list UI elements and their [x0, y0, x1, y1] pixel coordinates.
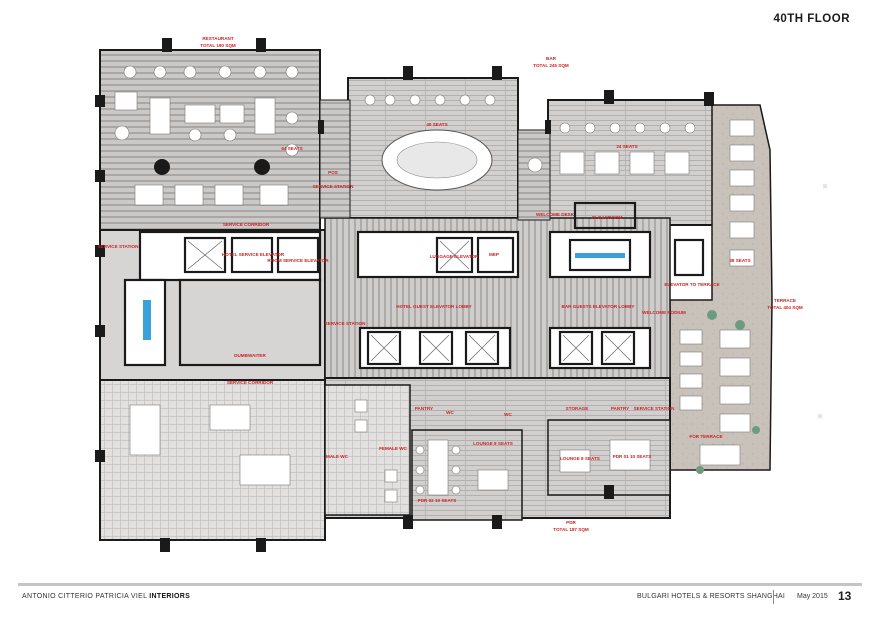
- label-restaurant: RESTAURANT: [202, 36, 233, 41]
- footer-separator: [773, 590, 774, 604]
- label-mep: MEP: [489, 252, 499, 257]
- footer-firm-dept: INTERIORS: [149, 593, 191, 600]
- label-pdr-01: PDR 01 10 SEATS: [613, 454, 652, 459]
- stair-accent: [143, 300, 151, 340]
- label-pdr-total-area: TOTAL 187 SQM: [553, 527, 589, 532]
- label-service-corridor-bottom: SERVICE CORRIDOR: [227, 380, 274, 385]
- footer-client: BULGARI HOTELS & RESORTS SHANGHAI: [637, 593, 786, 600]
- label-storage: STORAGE: [566, 406, 589, 411]
- label-wc-2: WC: [504, 412, 512, 417]
- structural-columns: [95, 38, 714, 552]
- label-seats-40: 40 SEATS: [426, 122, 447, 127]
- label-pos: POS: [328, 170, 338, 175]
- label-service-station-right: SERVICE STATION: [634, 406, 676, 411]
- label-seats-64: 64 SEATS: [281, 146, 302, 151]
- label-lounge-8: LOUNGE 8 SEATS: [473, 441, 513, 446]
- label-seats-24: 24 SEATS: [616, 144, 637, 149]
- label-service-station-core: SERVICE STATION: [325, 321, 367, 326]
- restaurant-furniture: [114, 65, 299, 206]
- label-bar-area: TOTAL 245 SQM: [533, 63, 569, 68]
- label-service-station-left: SERVICE STATION: [98, 244, 140, 249]
- lower-furniture: [129, 399, 651, 503]
- restaurant-column-round: [154, 159, 170, 175]
- footer-date: May 2015: [797, 593, 828, 600]
- label-bar-guest-lobby: BAR GUESTS ELEVATOR LOBBY: [562, 304, 635, 309]
- bar-furniture: [364, 94, 755, 267]
- label-service-corridor-top: SERVICE CORRIDOR: [223, 222, 270, 227]
- footer-firm-name: ANTONIO CITTERIO PATRICIA VIEL: [22, 593, 150, 600]
- label-female-wc: FEMALE WC: [379, 446, 407, 451]
- label-service-station-bar: SERVICE STATION: [313, 184, 355, 189]
- terrace-plants: [696, 310, 760, 474]
- footer-divider: [18, 583, 862, 586]
- restaurant-column-round-2: [254, 159, 270, 175]
- label-hotel-guest-lobby: HOTEL GUEST ELEVATOR LOBBY: [396, 304, 471, 309]
- label-terrace-area: TOTAL 404 SQM: [767, 305, 803, 310]
- label-pdr-total: PDR: [566, 520, 576, 525]
- label-hotel-service-elevator: HOTEL SERVICE ELEVATOR: [222, 252, 285, 257]
- elevator-core: [123, 201, 705, 370]
- stair-accent-2: [575, 253, 625, 258]
- label-wc-1: WC: [446, 410, 454, 415]
- label-restaurant-area: TOTAL 190 SQM: [200, 43, 236, 48]
- label-terrace: TERRACE: [774, 298, 796, 303]
- label-room-service-elevator: ROOM SERVICE ELEVATOR: [267, 258, 329, 263]
- footer-firm: ANTONIO CITTERIO PATRICIA VIEL INTERIORS: [22, 593, 190, 600]
- label-elevator-terrace: ELEVATOR TO TERRACE: [664, 282, 719, 287]
- page-number: 13: [838, 589, 852, 603]
- elevator-cars: [187, 240, 632, 362]
- label-pantry-1: PANTRY: [415, 406, 433, 411]
- label-male-wc: MALE WC: [326, 454, 349, 459]
- label-bar-terrace: FOR TERRACE: [689, 434, 722, 439]
- label-dumbwaiter: DUMBWAITER: [234, 353, 266, 358]
- label-welcome-podium: WELCOME PODIUM: [642, 310, 686, 315]
- label-seats-38: 38 SEATS: [729, 258, 750, 263]
- label-pantry-2: PANTRY: [611, 406, 629, 411]
- label-cloakroom: CLOAKROOM: [592, 215, 623, 220]
- label-pdr-02: PDR 02 10 SEATS: [418, 498, 457, 503]
- page-title: 40TH FLOOR: [773, 13, 850, 25]
- label-luggage-elevator: LUGGAGE ELEVATOR: [430, 254, 479, 259]
- room-labels: RESTAURANT TOTAL 190 SQM BAR TOTAL 245 S…: [98, 36, 803, 532]
- label-bar: BAR: [546, 56, 557, 61]
- terrace-furniture: [679, 329, 751, 466]
- label-welcome-desk: WELCOME DESK: [536, 212, 575, 217]
- label-lounge-2: LOUNGE 8 SEATS: [560, 456, 600, 461]
